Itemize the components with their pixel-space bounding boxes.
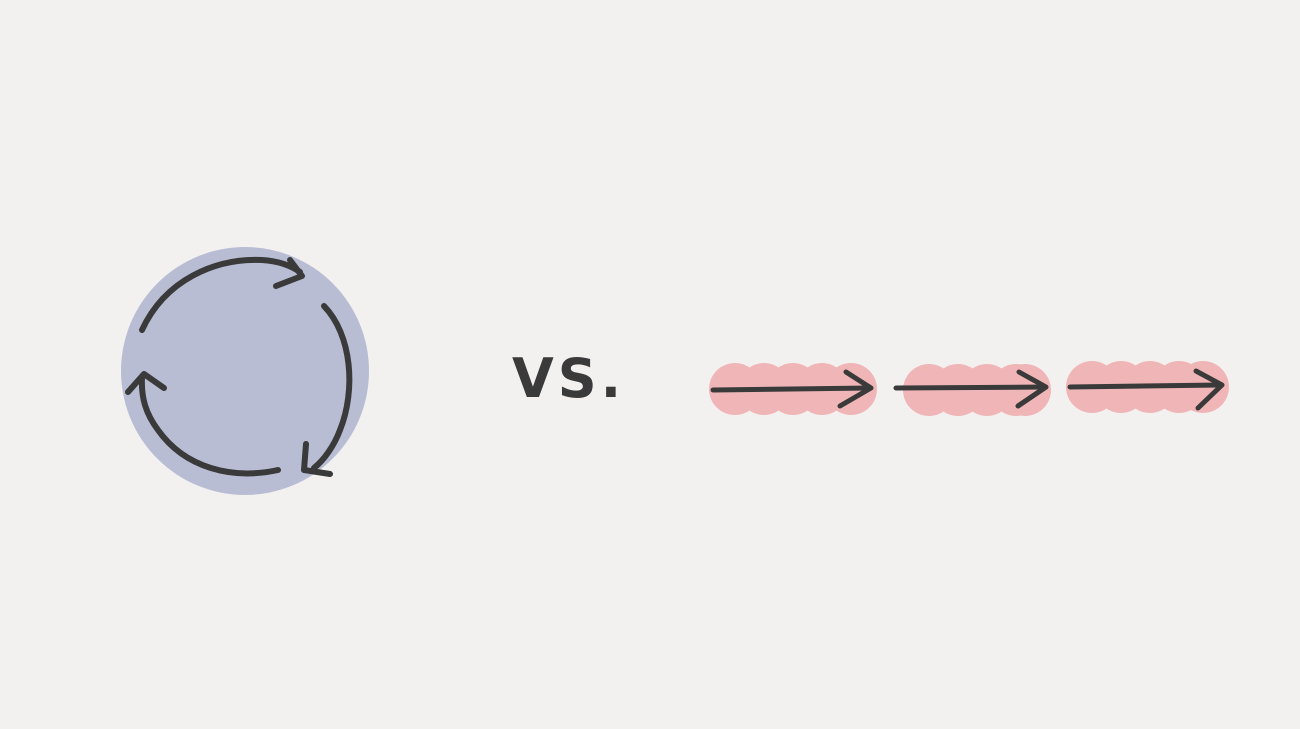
linear-segment-2 (893, 364, 1051, 416)
cycle-arrows-icon (125, 256, 353, 477)
vs-label: VS. (512, 347, 626, 410)
cycle-arrow-top (139, 256, 303, 333)
linear-segment-1 (709, 363, 877, 415)
cycle-arrowhead-top (273, 257, 305, 289)
cycle-arrow-right (311, 303, 353, 471)
linear-segment-3 (1066, 361, 1229, 413)
cycle-arrow-left (138, 375, 281, 477)
right-arrow-icon (710, 369, 874, 409)
cycle-circle (121, 247, 369, 495)
cycle-arrowhead-left (125, 371, 167, 395)
cycle-arrowhead-right (301, 441, 333, 477)
right-arrow-icon (893, 369, 1049, 409)
linear-group (709, 361, 1229, 416)
cycle-group (121, 247, 369, 495)
right-arrow-icon (1067, 368, 1225, 411)
